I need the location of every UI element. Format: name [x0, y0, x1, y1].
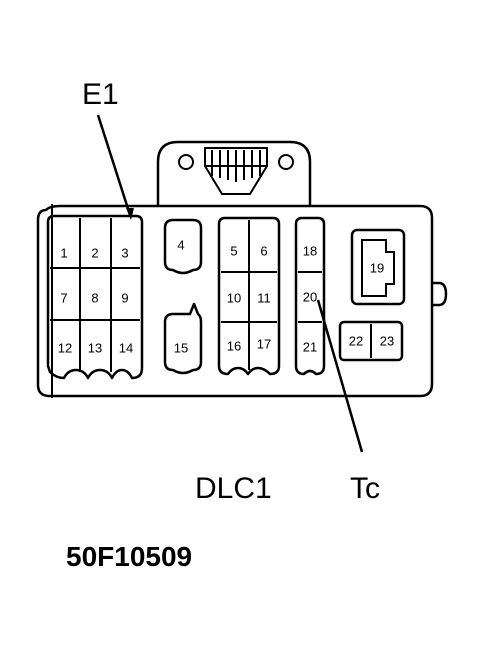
- pin-11-label: 11: [257, 291, 271, 306]
- pin-23-label: 23: [380, 334, 394, 349]
- pin-block-middle: [217, 216, 281, 376]
- figure-code: 50F10509: [66, 541, 192, 572]
- connector-latch: [156, 140, 312, 206]
- pin-9-label: 9: [121, 291, 128, 306]
- connector-housing: [36, 204, 448, 398]
- pin-19-socket: [350, 228, 406, 306]
- pin-block-22-23: [338, 320, 404, 362]
- pin-8-label: 8: [91, 291, 98, 306]
- pin-2-label: 2: [91, 246, 98, 261]
- pin-16-label: 16: [227, 339, 241, 354]
- pin-18-label: 18: [303, 244, 317, 259]
- tc-label: Tc: [350, 472, 380, 505]
- pin-4-socket: [163, 218, 203, 275]
- tc-leader-line: [316, 299, 364, 453]
- e1-leader-arrow: [126, 208, 134, 220]
- pin-4-label: 4: [177, 238, 184, 253]
- dlc1-label: DLC1: [195, 472, 272, 505]
- pin-block-right: [294, 216, 326, 376]
- pin-13-label: 13: [88, 341, 102, 356]
- pin-12-label: 12: [58, 341, 72, 356]
- e1-leader-line: [96, 114, 132, 216]
- pin-22-label: 22: [349, 334, 363, 349]
- pin-10-label: 10: [227, 291, 241, 306]
- e1-label: E1: [82, 78, 119, 111]
- pin-20-label: 20: [303, 290, 317, 305]
- pin-14-label: 14: [119, 341, 133, 356]
- pin-block-left: [46, 214, 144, 380]
- pin-15-label: 15: [174, 341, 188, 356]
- pin-6-label: 6: [260, 244, 267, 259]
- pin-1-label: 1: [60, 246, 67, 261]
- pin-7-label: 7: [60, 291, 67, 306]
- pin-21-label: 21: [303, 340, 317, 355]
- pin-15-socket: [163, 302, 203, 375]
- pin-17-label: 17: [257, 337, 271, 352]
- pin-19-label: 19: [370, 261, 384, 276]
- pin-5-label: 5: [230, 244, 237, 259]
- pin-3-label: 3: [121, 246, 128, 261]
